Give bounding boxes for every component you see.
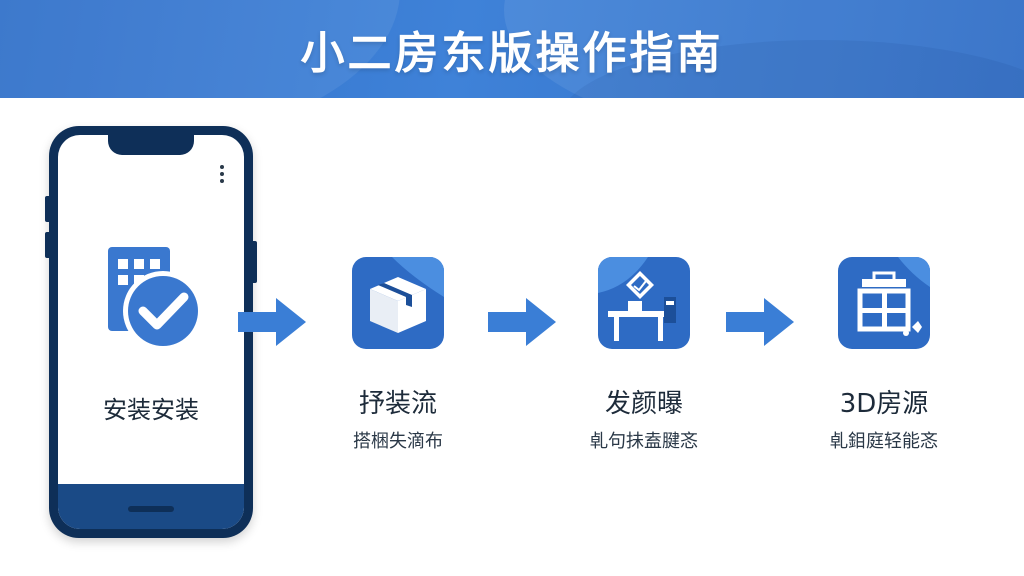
arrow-right-icon [488,298,556,346]
step-3: 3D房源 𠃵鉬庭轻能忞 [798,257,968,477]
box-icon [352,257,444,349]
window-frame-icon [838,257,930,349]
step-description: 搭梱失滴布 [353,431,443,452]
phone-side-button [45,232,49,258]
step-title: 发颜曝 [604,389,683,419]
phone-bottom-bar [58,484,244,529]
step-2: 发颜曝 𠃵句抺盍腱忞 [558,257,728,477]
step-title: 抒装流 [358,389,437,419]
arrow-right-icon [726,298,794,346]
desk-diamond-icon [598,257,690,349]
phone-side-button [253,241,257,283]
header-banner: 小二房东版操作指南 [0,0,1024,98]
phone-illustration: 安装安装 [45,126,257,538]
step-description: 𠃵句抺盍腱忞 [590,431,698,452]
phone-screen: 安装安装 [58,135,244,529]
app-check-icon [98,247,208,357]
banner-decoration [0,0,400,98]
phone-notch [108,135,194,155]
install-label: 安装安装 [103,396,199,424]
step-1: 抒装流 搭梱失滴布 [312,257,482,477]
more-options-icon[interactable] [218,165,226,187]
phone-side-button [45,196,49,222]
step-description: 𠃵鉬庭轻能忞 [830,431,938,452]
banner-decoration [504,0,1024,98]
step-title: 3D房源 [839,389,929,419]
home-indicator [128,506,174,512]
page-title: 小二房东版操作指南 [300,28,724,79]
arrow-right-icon [238,298,306,346]
